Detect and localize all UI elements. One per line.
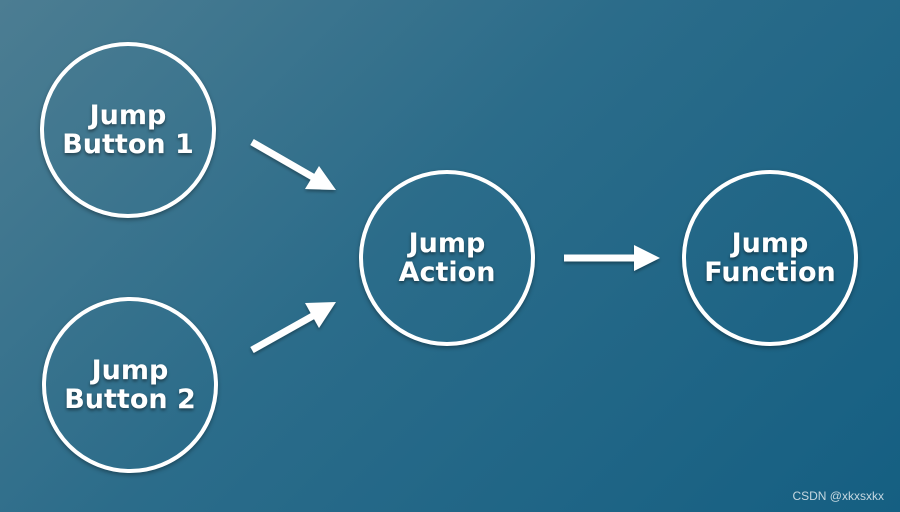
node-label: Jump Button 2 bbox=[64, 355, 196, 415]
arrow-button2-to-action bbox=[250, 302, 336, 354]
node-jump-button-1: Jump Button 1 bbox=[40, 42, 216, 218]
arrow-button1-to-action bbox=[250, 138, 336, 190]
node-label: Jump Action bbox=[398, 228, 496, 288]
watermark: CSDN @xkxsxkx bbox=[792, 489, 884, 503]
node-label: Jump Button 1 bbox=[62, 100, 194, 160]
node-jump-function: Jump Function bbox=[682, 170, 858, 346]
node-jump-action: Jump Action bbox=[359, 170, 535, 346]
node-label: Jump Function bbox=[704, 228, 836, 288]
node-jump-button-2: Jump Button 2 bbox=[42, 297, 218, 473]
arrow-action-to-function bbox=[564, 245, 660, 271]
